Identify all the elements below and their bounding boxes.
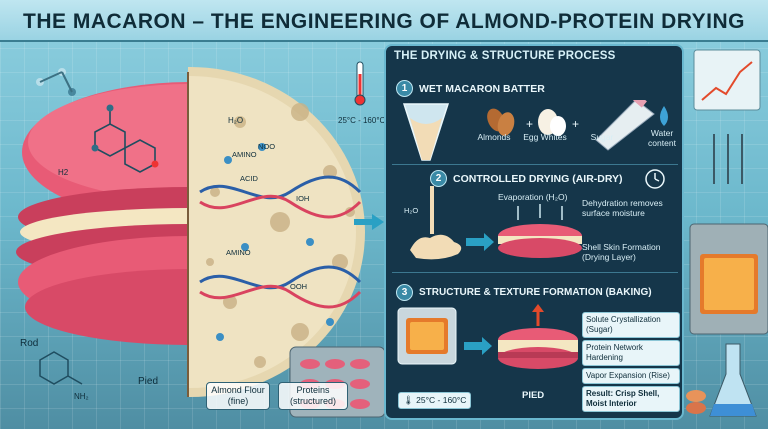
batter-puddle [410, 234, 462, 260]
plus-sign-2: + [572, 117, 579, 131]
drying-macaron [498, 224, 582, 258]
macaron-illustration: Rod Pied NH₂ H2 H₂O NOO AMINO ACID IOH A… [0, 42, 390, 429]
panel-title: THE DRYING & STRUCTURE PROCESS [394, 50, 616, 62]
h2o-label: H₂O [228, 116, 244, 125]
water-drop-icon [660, 106, 668, 126]
step-3-temperature-text: 25°C - 160°C [416, 395, 467, 405]
batter-h2o-label: H₂O [404, 206, 419, 215]
pied-label-step-3: PIED [522, 390, 545, 401]
pied-label: Pied [138, 376, 159, 387]
illustration-temp: 25°C - 160°C [338, 116, 386, 125]
acid-label: ACID [240, 174, 258, 183]
amino-label-1: AMINO [232, 150, 257, 159]
dehydration-note: Dehydration removes surface moisture [582, 198, 663, 218]
proteins-callout: Proteins (structured) [278, 382, 348, 410]
h2-label: H2 [58, 168, 69, 177]
step-divider-1 [392, 164, 678, 165]
thermometer-icon [354, 61, 366, 106]
clock-icon [645, 169, 665, 189]
nh2-label: NH₂ [74, 392, 89, 401]
almond-flour-callout: Almond Flour (fine) [206, 382, 270, 410]
step-1-title: WET MACARON BATTER [419, 82, 545, 95]
ingredient-sugar: Sugar [590, 132, 614, 142]
plus-sign-1: + [526, 117, 533, 131]
step-3-number: 3 [396, 284, 413, 301]
page-title: THE MACARON – THE ENGINEERING OF ALMOND-… [23, 10, 745, 33]
step-2-graphics [410, 186, 582, 260]
egg-whites-icon [538, 109, 566, 136]
step-divider-2 [392, 272, 678, 273]
kitchen-background [686, 44, 768, 429]
utensils-icon [713, 134, 743, 184]
oven-icon [397, 307, 457, 365]
vapor-note: Vapor Expansion (Rise) [582, 368, 680, 384]
ingredient-water: Water content [648, 128, 676, 148]
noo-label: NOO [258, 142, 276, 151]
macaron-stack-icon [686, 390, 706, 402]
process-panel: THE DRYING & STRUCTURE PROCESS 1 WET MAC… [384, 44, 684, 420]
step-3-heading: 3 STRUCTURE & TEXTURE FORMATION (BAKING) [396, 284, 652, 301]
step-1-number: 1 [396, 80, 413, 97]
step-3-title: STRUCTURE & TEXTURE FORMATION (BAKING) [419, 287, 652, 298]
thermometer-small-icon: 🌡 [403, 395, 414, 405]
result-note: Result: Crisp Shell, Moist Interior [582, 386, 680, 412]
ingredient-egg-whites: Egg Whites [523, 132, 567, 142]
step-3-temperature: 🌡 25°C - 160°C [398, 392, 472, 409]
baked-macaron [498, 328, 578, 369]
amino-label-2: AMINO [226, 248, 251, 257]
ioh-label: IOH [296, 194, 310, 203]
ooh-label: OOH [290, 282, 308, 291]
rod-label: Rod [20, 338, 39, 349]
protein-note: Protein Network Hardening [582, 340, 680, 366]
ingredient-almonds: Almonds [477, 132, 511, 142]
step-1-graphics: + + [402, 100, 668, 161]
arrow-icon-2 [466, 233, 494, 251]
piping-bag-icon [595, 100, 655, 151]
molecule-icon-bottom [39, 351, 83, 385]
title-bar [0, 0, 768, 42]
step-2-heading: 2 CONTROLLED DRYING (AIR-DRY) [430, 170, 623, 187]
arrow-icon-3 [464, 337, 492, 355]
step-1-heading: 1 WET MACARON BATTER [396, 80, 545, 97]
flow-arrow-icon [354, 214, 384, 230]
step-2-title: CONTROLLED DRYING (AIR-DRY) [453, 172, 623, 185]
shell-skin-note: Shell Skin Formation (Drying Layer) [582, 242, 661, 262]
kitchen-scene [686, 49, 768, 417]
step-3-graphics [397, 304, 578, 369]
step-2-number: 2 [430, 170, 447, 187]
solute-note: Solute Crystallization (Sugar) [582, 312, 680, 338]
chart-board-icon [693, 49, 761, 111]
evaporation-label: Evaporation (H₂O) [498, 192, 568, 202]
molecule-icon [36, 68, 76, 96]
almonds-icon [487, 108, 515, 136]
macaron-cross-section [16, 61, 386, 418]
beaker-icon [709, 343, 757, 417]
